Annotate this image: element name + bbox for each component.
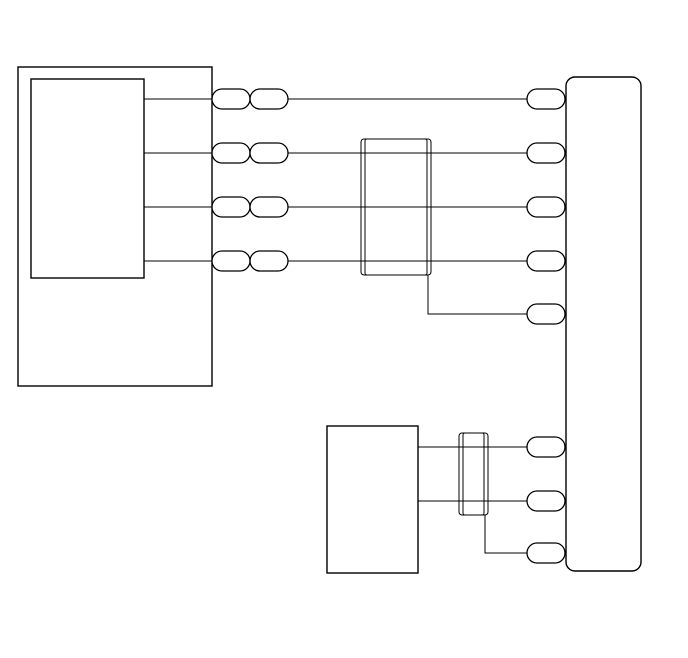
terminal-connector <box>526 142 566 164</box>
left-unit-module <box>30 78 145 279</box>
inline-connector <box>211 142 251 164</box>
right-terminals <box>526 88 566 564</box>
terminal-connector <box>526 436 566 458</box>
inline-connector <box>211 88 251 110</box>
right-connector-block <box>565 76 642 572</box>
upper-cable-shield <box>360 138 566 315</box>
inline-connector <box>249 250 289 272</box>
upper-drain-wire <box>427 275 566 315</box>
terminal-connector <box>526 250 566 272</box>
terminal-connector <box>526 196 566 218</box>
inline-connector <box>249 142 289 164</box>
inline-connector <box>211 196 251 218</box>
inline-connector <box>249 88 289 110</box>
inline-connector <box>211 250 251 272</box>
lower-unit <box>326 425 419 574</box>
terminal-connector <box>526 542 566 564</box>
terminal-connector <box>526 88 566 110</box>
inline-connector <box>249 196 289 218</box>
terminal-connector <box>526 490 566 512</box>
inline-connectors <box>211 88 289 272</box>
terminal-connector <box>526 303 566 325</box>
